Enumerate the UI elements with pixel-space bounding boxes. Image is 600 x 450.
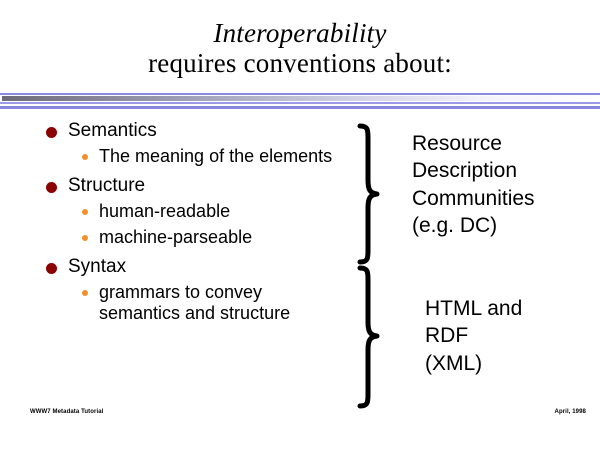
sub-bullet-dot-icon: [82, 209, 88, 216]
sub-bullet-dot-icon: [82, 234, 88, 241]
sub-bullet-item-human-readable: human-readable: [38, 201, 348, 222]
right-column-group-html-rdf: HTML and RDF (XML): [425, 295, 600, 377]
sub-bullet-item-meaning: The meaning of the elements: [38, 146, 348, 167]
bullet-dot-icon: [46, 182, 57, 194]
bullet-item-syntax: Syntax: [38, 256, 348, 278]
sub-bullet-label: grammars to convey semantics and structu…: [99, 281, 291, 324]
curly-brace-group: [352, 122, 392, 416]
sub-bullet-label: human-readable: [99, 201, 231, 222]
bullet-list: Semantics The meaning of the elements St…: [38, 120, 348, 324]
bullet-label: Syntax: [68, 255, 127, 277]
sub-bullet-dot-icon: [82, 289, 88, 296]
bullet-label: Semantics: [68, 120, 157, 141]
divider-rule-top: [0, 93, 600, 95]
title-divider: [0, 93, 600, 110]
right-text-line: Communities: [412, 186, 535, 210]
bullet-dot-icon: [46, 127, 57, 138]
bullet-item-semantics: Semantics: [38, 120, 348, 142]
sub-bullet-label: machine-parseable: [99, 226, 253, 247]
bullet-item-structure: Structure: [38, 175, 348, 197]
right-text-line: (XML): [425, 351, 483, 375]
right-text-line: Description: [412, 159, 518, 183]
right-column-group-resource-description: Resource Description Communities (e.g. D…: [412, 130, 597, 239]
bullet-dot-icon: [46, 262, 57, 274]
curly-brace-icon: [357, 123, 380, 409]
sub-bullet-item-grammars: grammars to convey semantics and structu…: [38, 282, 348, 324]
footer-right-text: April, 1998: [554, 409, 586, 415]
sub-bullet-dot-icon: [82, 154, 88, 161]
slide-title-line2: requires conventions about:: [148, 48, 452, 79]
divider-gradient-bar: [2, 96, 598, 101]
divider-rule-bottom: [0, 106, 600, 109]
divider-rule-middle: [0, 102, 600, 104]
right-text-line: RDF: [425, 324, 469, 348]
slide-title: Interoperability requires conventions ab…: [0, 18, 600, 78]
right-text-line: HTML and: [425, 297, 523, 320]
slide-title-line1: Interoperability: [213, 18, 387, 48]
sub-bullet-label: The meaning of the elements: [99, 146, 333, 167]
right-text-line: Resource: [412, 132, 502, 155]
sub-bullet-item-machine-parseable: machine-parseable: [38, 227, 348, 248]
right-text-line: (e.g. DC): [412, 213, 498, 237]
footer-left-text: WWW7 Metadata Tutorial: [30, 409, 104, 415]
bullet-label: Structure: [68, 175, 146, 197]
divider-rule-gap: [0, 104, 600, 106]
